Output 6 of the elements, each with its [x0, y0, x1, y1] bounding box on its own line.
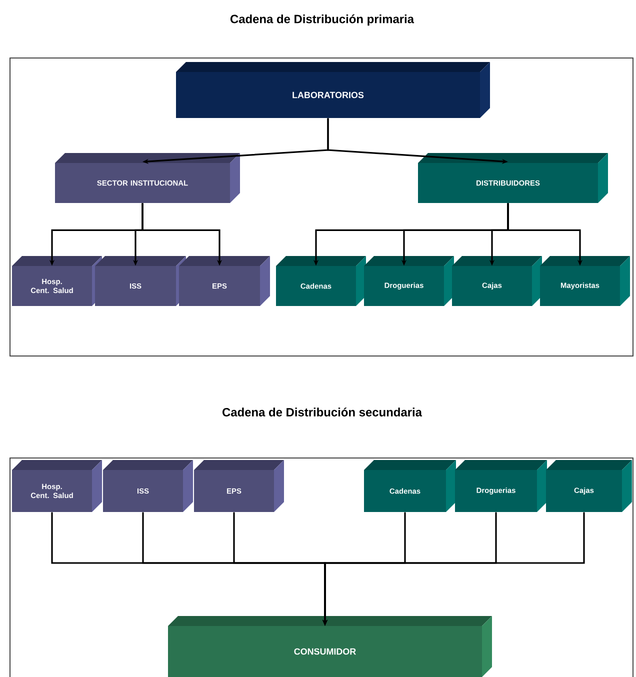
heading: Cadena de Distribución secundaria: [222, 408, 422, 416]
frame: [10, 58, 634, 356]
block: LABORATORIOS: [176, 62, 490, 118]
heading: Cadena de Distribución primaria: [230, 14, 414, 26]
block: CONSUMIDOR: [168, 616, 492, 677]
frame: [10, 458, 634, 677]
